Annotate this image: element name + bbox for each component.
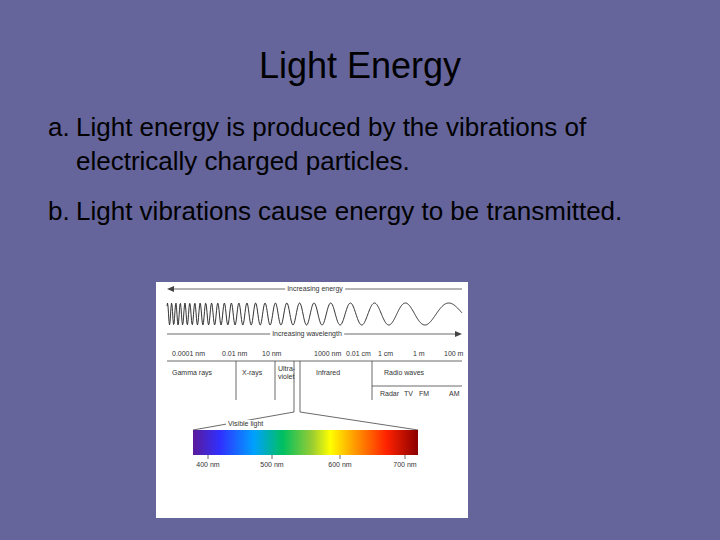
tick [272, 455, 273, 459]
region-divider [275, 361, 276, 400]
band-name: TV [404, 390, 413, 398]
region-divider [236, 361, 237, 400]
visible-fan [300, 412, 418, 430]
scale-line [167, 361, 462, 362]
scale-value: 100 m [444, 350, 463, 358]
region-name: Gamma rays [172, 369, 212, 377]
bullet-text: Light vibrations cause energy to be tran… [76, 194, 672, 228]
region-name: Ultra-violet [278, 365, 292, 381]
scale-value: 10 nm [262, 350, 281, 358]
tick [208, 455, 209, 459]
band-line [372, 386, 462, 387]
region-divider [294, 361, 295, 412]
region-divider [300, 361, 301, 412]
scale-value: 1000 nm [314, 350, 341, 358]
wavelength-value: 400 nm [196, 461, 219, 469]
scale-value: 0.0001 nm [172, 350, 205, 358]
tick [340, 455, 341, 459]
region-name: X-rays [242, 369, 262, 377]
scale-value: 0.01 nm [222, 350, 247, 358]
region-name: Radio waves [384, 369, 424, 377]
band-name: AM [449, 390, 460, 398]
axis-label: Increasing wavelength [270, 330, 344, 338]
tick [405, 455, 406, 459]
region-name: Infrared [316, 369, 340, 377]
scale-value: 0.01 cm [346, 350, 371, 358]
region-name: Visible light [226, 420, 265, 428]
wavelength-value: 500 nm [260, 461, 283, 469]
visible-fan [193, 412, 294, 430]
bullet-text: Light energy is produced by the vibratio… [76, 110, 672, 178]
arrow-head [455, 331, 462, 337]
band-name: Radar [380, 390, 399, 398]
bullet-marker: a. [48, 110, 70, 144]
wavelength-value: 600 nm [328, 461, 351, 469]
visible-spectrum-bar [193, 430, 418, 455]
slide-title: Light Energy [0, 44, 720, 88]
arrow-head [167, 286, 174, 292]
band-name: FM [419, 390, 429, 398]
picture-panel [156, 282, 468, 518]
axis-label: Increasing energy [285, 285, 345, 293]
wave [167, 303, 462, 325]
wavelength-value: 700 nm [393, 461, 416, 469]
region-divider [372, 361, 373, 400]
bullet-marker: b. [48, 194, 70, 228]
scale-value: 1 cm [378, 350, 393, 358]
scale-value: 1 m [413, 350, 425, 358]
